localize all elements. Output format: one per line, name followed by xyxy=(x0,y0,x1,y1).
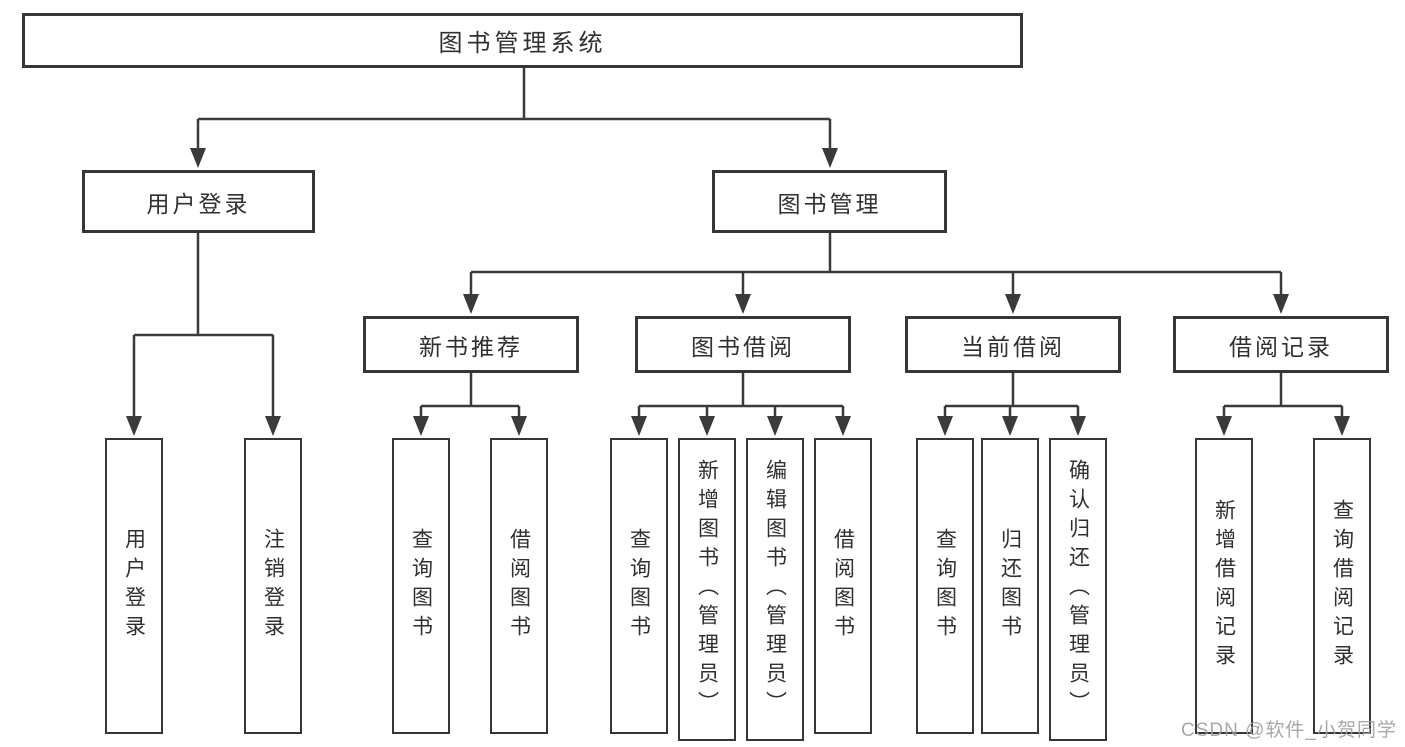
node-current-borrowing: 当前借阅 xyxy=(905,316,1121,373)
node-label: 借阅记录 xyxy=(1229,333,1333,360)
node-label: 借阅图书 xyxy=(507,528,531,644)
leaf-edit-books-admin: 编辑图书（管理员） xyxy=(746,438,804,741)
leaf-return-books: 归还图书 xyxy=(981,438,1039,734)
node-book-borrowing: 图书借阅 xyxy=(635,316,851,373)
node-label: 新增借阅记录 xyxy=(1212,499,1236,673)
node-label: 当前借阅 xyxy=(961,333,1065,360)
node-label: 注销登录 xyxy=(261,528,285,644)
node-label: 归还图书 xyxy=(998,528,1022,644)
node-borrowing-records: 借阅记录 xyxy=(1173,316,1389,373)
leaf-query-borrow-record: 查询借阅记录 xyxy=(1313,438,1371,734)
node-label: 确认归还（管理员） xyxy=(1066,459,1090,720)
node-label: 图书管理 xyxy=(777,190,882,217)
arrowhead-icons xyxy=(126,148,1350,436)
node-label: 图书借阅 xyxy=(691,333,795,360)
leaf-borrow-books-borrow: 借阅图书 xyxy=(814,438,872,734)
node-label: 用户登录 xyxy=(146,190,251,217)
leaf-user-login: 用户登录 xyxy=(105,438,163,734)
node-label: 借阅图书 xyxy=(831,528,855,644)
leaf-query-books-recommend: 查询图书 xyxy=(392,438,450,734)
node-library-management-system: 图书管理系统 xyxy=(22,13,1023,68)
node-book-management: 图书管理 xyxy=(712,170,947,233)
node-label: 用户登录 xyxy=(122,528,146,644)
leaf-add-borrow-record: 新增借阅记录 xyxy=(1195,438,1253,734)
node-label: 查询图书 xyxy=(627,528,651,644)
node-label: 查询借阅记录 xyxy=(1330,499,1354,673)
leaf-confirm-return-admin: 确认归还（管理员） xyxy=(1049,438,1107,741)
leaf-logout-login: 注销登录 xyxy=(244,438,302,734)
node-new-book-recommendation: 新书推荐 xyxy=(363,316,579,373)
node-label: 图书管理系统 xyxy=(438,30,607,57)
leaf-borrow-books-recommend: 借阅图书 xyxy=(490,438,548,734)
watermark: CSDN @软件_小贺同学 xyxy=(1181,720,1397,741)
leaf-add-books-admin: 新增图书（管理员） xyxy=(678,438,736,741)
node-label: 查询图书 xyxy=(933,528,957,644)
node-label: 新增图书（管理员） xyxy=(695,459,719,720)
leaf-query-books-current: 查询图书 xyxy=(916,438,974,734)
node-label: 编辑图书（管理员） xyxy=(763,459,787,720)
node-label: 新书推荐 xyxy=(419,333,523,360)
node-label: 查询图书 xyxy=(409,528,433,644)
node-user-login: 用户登录 xyxy=(82,170,315,233)
leaf-query-books-borrow: 查询图书 xyxy=(610,438,668,734)
